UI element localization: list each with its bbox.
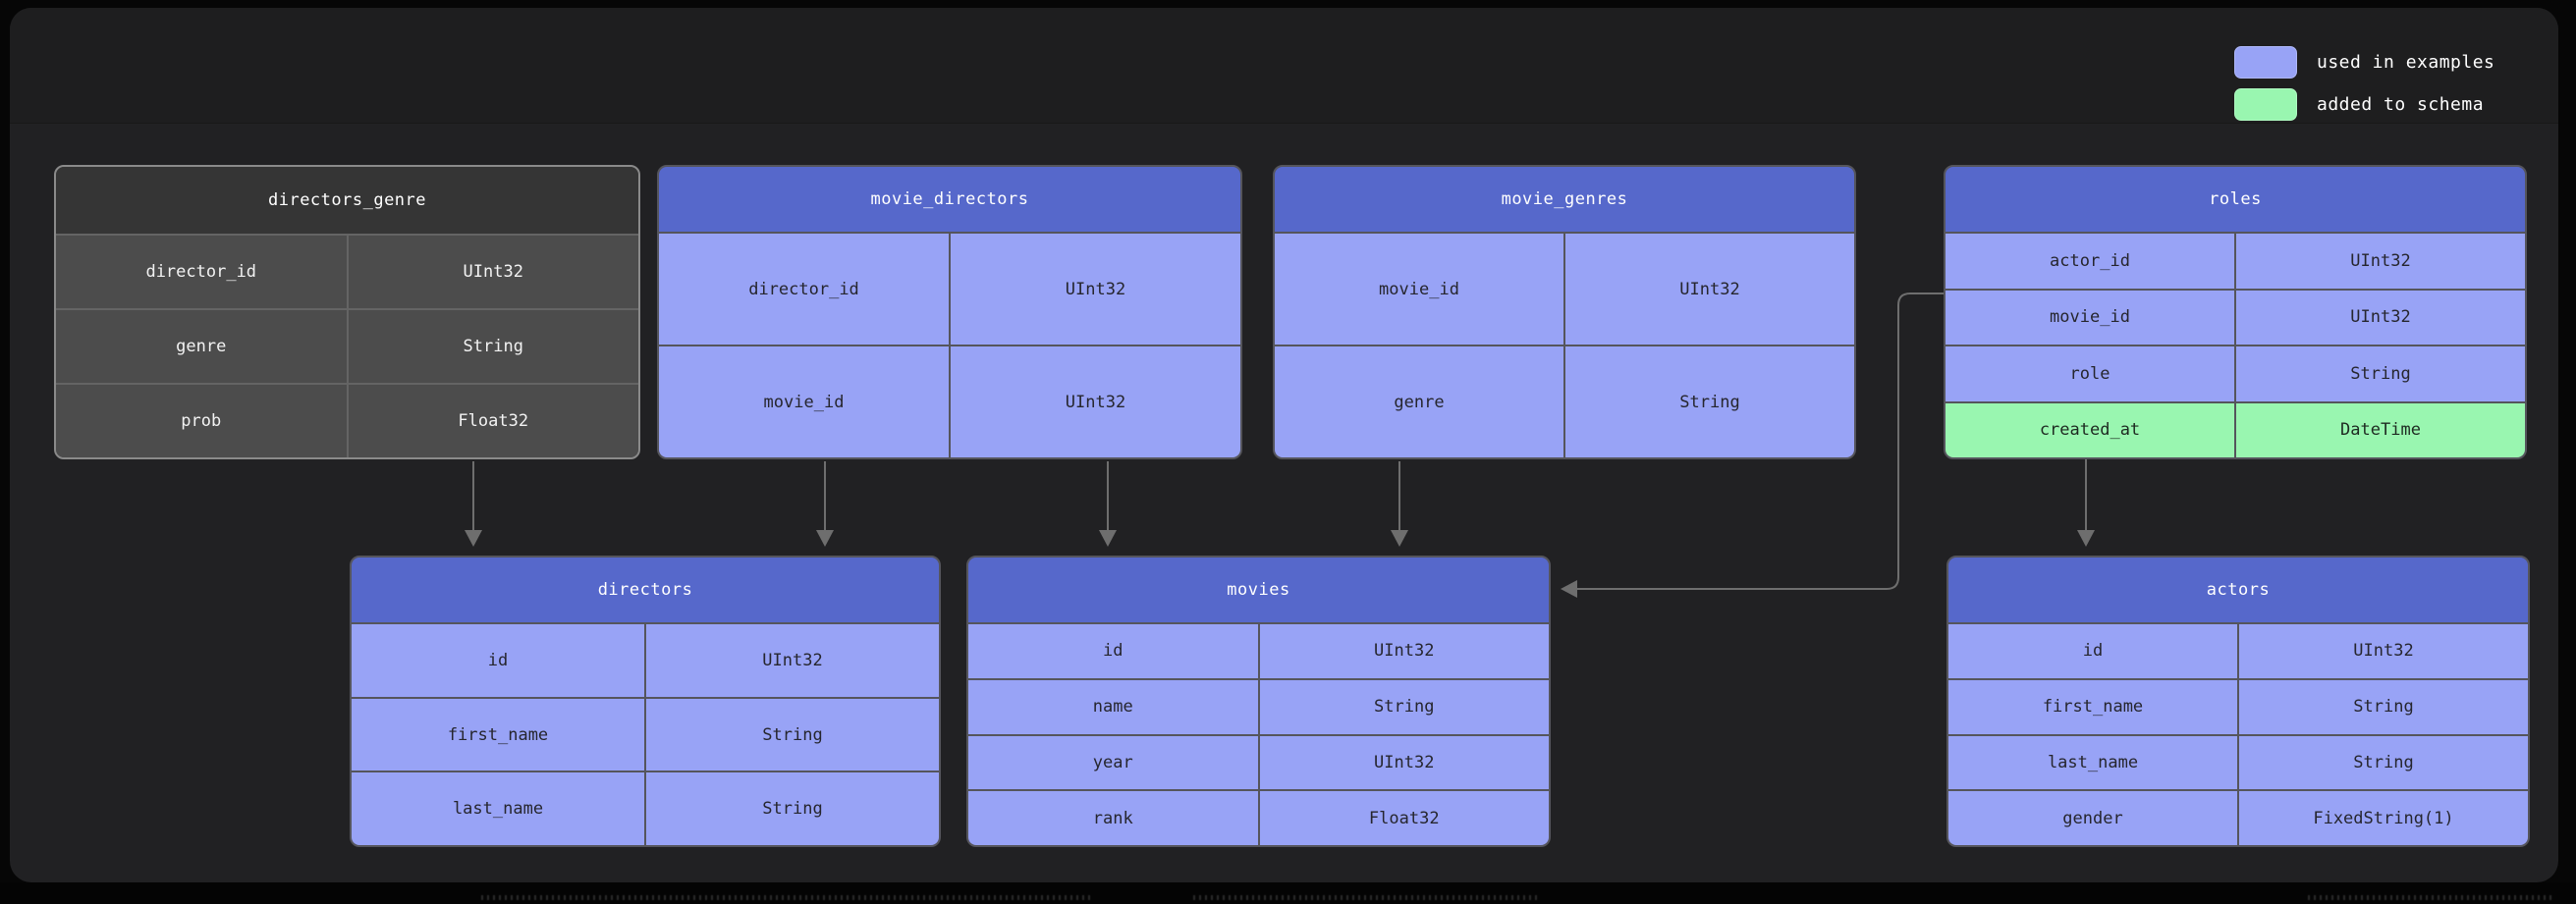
legend-item-added-to-schema: added to schema <box>2234 88 2494 121</box>
field-type-cell: String <box>346 310 638 383</box>
field-name-cell: id <box>352 624 644 697</box>
table-directors-genre: directors_genre director_id UInt32 genre… <box>54 165 640 459</box>
table-title: movies <box>968 558 1549 622</box>
table-row: genre String <box>1275 345 1854 457</box>
table-row: rank Float32 <box>968 789 1549 845</box>
field-name-cell: last_name <box>352 772 644 845</box>
table-title: roles <box>1946 167 2525 232</box>
field-name-cell: last_name <box>1948 735 2237 790</box>
field-name-cell: rank <box>968 791 1258 845</box>
table-row: id UInt32 <box>352 622 939 697</box>
bottom-strip <box>0 882 2576 904</box>
field-type-cell: UInt32 <box>949 234 1240 345</box>
table-row: name String <box>968 677 1549 734</box>
table-row: director_id UInt32 <box>56 234 638 308</box>
field-type-cell: String <box>644 772 939 845</box>
table-row: id UInt32 <box>968 622 1549 678</box>
field-name-cell: gender <box>1948 791 2237 845</box>
table-title: directors_genre <box>56 167 638 234</box>
table-movie-directors: movie_directors director_id UInt32 movie… <box>657 165 1242 459</box>
field-name-cell: created_at <box>1946 402 2234 457</box>
table-row-added-to-schema: created_at DateTime <box>1946 400 2525 457</box>
table-movie-genres: movie_genres movie_id UInt32 genre Strin… <box>1273 165 1856 459</box>
field-type-cell: UInt32 <box>2234 290 2525 345</box>
field-name-cell: movie_id <box>1275 234 1563 345</box>
table-row: movie_id UInt32 <box>1275 232 1854 345</box>
field-name-cell: prob <box>56 385 347 457</box>
field-name-cell: movie_id <box>1946 290 2234 345</box>
table-title: actors <box>1948 558 2528 622</box>
field-type-cell: UInt32 <box>2237 624 2528 678</box>
table-title: movie_genres <box>1275 167 1854 232</box>
field-name-cell: first_name <box>1948 679 2237 734</box>
table-row: prob Float32 <box>56 383 638 457</box>
field-type-cell: String <box>2237 679 2528 734</box>
field-type-cell: String <box>2234 346 2525 401</box>
field-type-cell: String <box>644 698 939 771</box>
field-type-cell: UInt32 <box>1563 234 1854 345</box>
field-type-cell: UInt32 <box>949 346 1240 457</box>
field-name-cell: director_id <box>659 234 949 345</box>
table-row: gender FixedString(1) <box>1948 789 2528 845</box>
table-row: movie_id UInt32 <box>1946 288 2525 345</box>
table-row: first_name String <box>352 696 939 771</box>
table-roles: roles actor_id UInt32 movie_id UInt32 ro… <box>1944 165 2527 459</box>
table-row: role String <box>1946 345 2525 401</box>
table-row: last_name String <box>1948 733 2528 790</box>
legend-swatch-green <box>2234 88 2297 121</box>
field-name-cell: id <box>1948 624 2237 678</box>
field-type-cell: Float32 <box>1257 791 1549 845</box>
field-type-cell: UInt32 <box>644 624 939 697</box>
field-type-cell: UInt32 <box>1257 735 1549 790</box>
legend-label: used in examples <box>2317 52 2495 73</box>
field-name-cell: actor_id <box>1946 234 2234 289</box>
table-row: last_name String <box>352 771 939 845</box>
field-name-cell: director_id <box>56 236 347 308</box>
table-row: genre String <box>56 308 638 383</box>
field-name-cell: id <box>968 624 1258 678</box>
field-type-cell: UInt32 <box>1257 624 1549 678</box>
table-row: id UInt32 <box>1948 622 2528 678</box>
table-title: movie_directors <box>659 167 1240 232</box>
legend-label: added to schema <box>2317 94 2485 115</box>
field-name-cell: genre <box>1275 346 1563 457</box>
field-type-cell: UInt32 <box>2234 234 2525 289</box>
field-type-cell: String <box>2237 735 2528 790</box>
field-name-cell: first_name <box>352 698 644 771</box>
table-directors: directors id UInt32 first_name String la… <box>350 556 941 847</box>
table-row: first_name String <box>1948 677 2528 734</box>
field-name-cell: year <box>968 735 1258 790</box>
table-movies: movies id UInt32 name String year UInt32… <box>966 556 1551 847</box>
field-type-cell: FixedString(1) <box>2237 791 2528 845</box>
field-type-cell: Float32 <box>346 385 638 457</box>
table-title: directors <box>352 558 939 622</box>
field-type-cell: String <box>1563 346 1854 457</box>
field-type-cell: UInt32 <box>346 236 638 308</box>
table-row: year UInt32 <box>968 733 1549 790</box>
table-row: director_id UInt32 <box>659 232 1240 345</box>
panel-top-band <box>10 8 2558 124</box>
legend: used in examples added to schema <box>2234 46 2495 121</box>
field-type-cell: String <box>1257 679 1549 734</box>
field-name-cell: name <box>968 679 1258 734</box>
table-row: actor_id UInt32 <box>1946 232 2525 289</box>
legend-swatch-blue <box>2234 46 2297 79</box>
field-name-cell: movie_id <box>659 346 949 457</box>
table-actors: actors id UInt32 first_name String last_… <box>1946 556 2530 847</box>
field-name-cell: genre <box>56 310 347 383</box>
legend-item-used-in-examples: used in examples <box>2234 46 2495 79</box>
table-row: movie_id UInt32 <box>659 345 1240 457</box>
field-type-cell: DateTime <box>2234 402 2525 457</box>
field-name-cell: role <box>1946 346 2234 401</box>
